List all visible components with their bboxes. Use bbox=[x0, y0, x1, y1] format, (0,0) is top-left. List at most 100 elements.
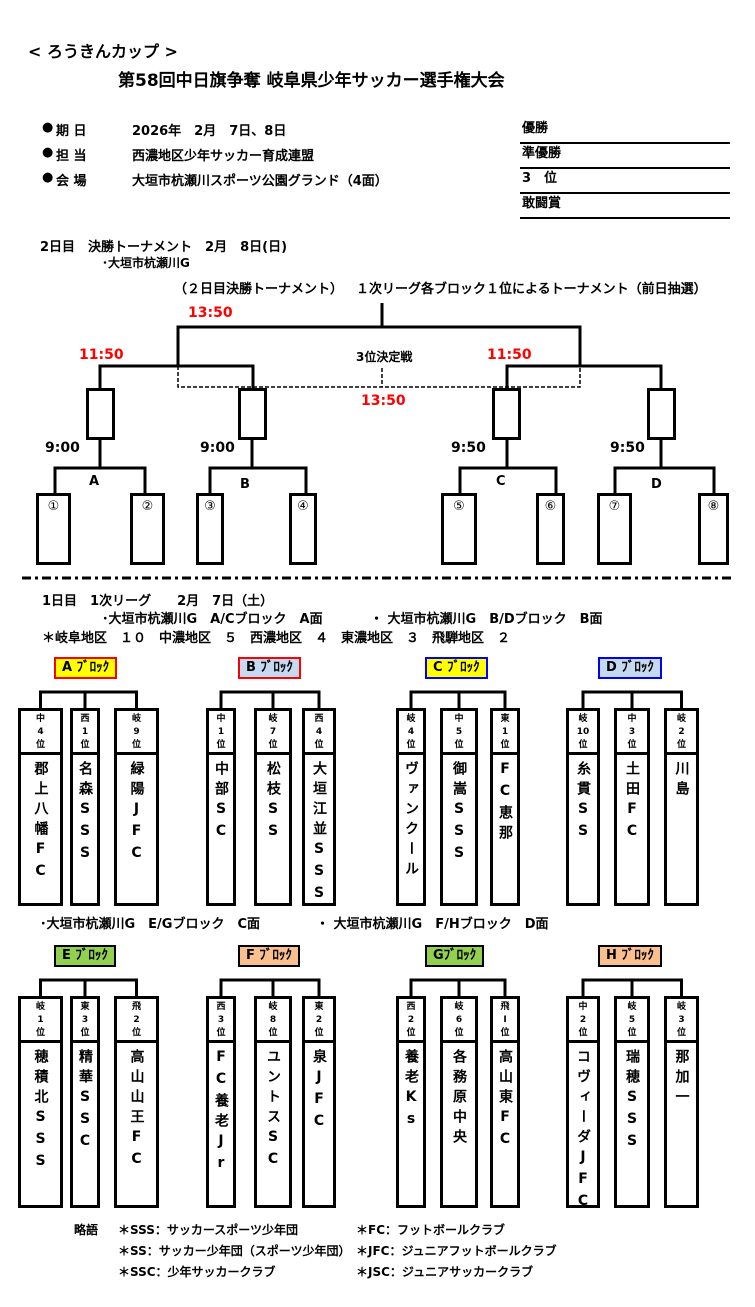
day2-subtitle-right: １次リーグ各ブロック１位によるトーナメント（前日抽選） bbox=[356, 282, 707, 297]
glossary-heading: 略語 bbox=[74, 1223, 99, 1237]
info-host-value: 西濃地区少年サッカー育成連盟 bbox=[132, 149, 315, 164]
team-name: 郡上八幡FC bbox=[32, 761, 49, 885]
info-date-value: 2026年 2月 7日、8日 bbox=[132, 124, 287, 139]
rank-char: 位 bbox=[35, 1028, 45, 1038]
rank-char: 飛 bbox=[131, 1002, 141, 1012]
day1-venue-fh: ・ 大垣市杭瀬川G F/Hブロック D面 bbox=[316, 917, 549, 932]
block-label: E ﾌﾞﾛｯｸ bbox=[54, 945, 116, 967]
rank-char: 岐 bbox=[131, 714, 141, 724]
seed-number: ① bbox=[47, 499, 60, 514]
info-host-label: 担 当 bbox=[56, 149, 87, 164]
team-name: 養老Ks bbox=[403, 1049, 419, 1133]
rank-char: 位 bbox=[131, 1028, 141, 1038]
rank-char: 8 bbox=[269, 1015, 277, 1025]
team-name: 瑞穂SSS bbox=[624, 1049, 640, 1155]
block-label: H ﾌﾞﾛｯｸ bbox=[598, 945, 662, 967]
rank-char: 6 bbox=[455, 1015, 463, 1025]
team-name: 名森SSS bbox=[77, 761, 93, 867]
info-venue-label: 会 場 bbox=[56, 174, 87, 189]
rank-char: 2 bbox=[579, 1015, 587, 1025]
seed-number: ⑤ bbox=[453, 499, 465, 514]
info-date-label: 期 日 bbox=[56, 124, 87, 139]
seed-number: ② bbox=[141, 499, 154, 514]
block-label: A ﾌﾞﾛｯｸ bbox=[54, 657, 118, 679]
team-name: 中部SC bbox=[213, 761, 229, 845]
team-name: 各務原中央 bbox=[451, 1049, 467, 1149]
rank-char: 岐 bbox=[268, 714, 278, 724]
block-connector bbox=[39, 978, 138, 996]
team-name: ユントスSC bbox=[265, 1049, 281, 1173]
cup-name: < ろうきんカップ > bbox=[28, 42, 178, 61]
rank-char: 5 bbox=[628, 1015, 636, 1025]
team-name: 川島 bbox=[673, 761, 690, 801]
day1-heading: 1日目 1次リーグ 2月 7日（土） bbox=[42, 594, 274, 609]
day1-regions: ＊岐阜地区 １０ 中濃地区 ５ 西濃地区 ４ 東濃地区 ３ 飛騨地区 ２ bbox=[42, 631, 511, 646]
block-label: B ﾌﾞﾛｯｸ bbox=[238, 657, 301, 679]
rank-char: 3 bbox=[678, 1015, 685, 1025]
prize-runner-up: 準優勝 bbox=[520, 143, 730, 169]
block-connector bbox=[219, 690, 321, 708]
qf-d-time: 9:50 bbox=[610, 440, 645, 456]
rank-char: 1 bbox=[81, 727, 89, 737]
info-date-bullet: ● bbox=[42, 120, 54, 135]
rank-char: 位 bbox=[578, 1028, 588, 1038]
rank-char: 位 bbox=[80, 740, 90, 750]
qf-c-bracket bbox=[458, 466, 558, 494]
rank-char: 10 bbox=[576, 727, 590, 737]
team-name: コヴィーダJFC bbox=[575, 1049, 591, 1215]
rank-char: I bbox=[503, 1015, 507, 1025]
qf-a-time: 9:00 bbox=[45, 440, 80, 456]
team-card: 岐 8 位ユントスSC bbox=[254, 996, 292, 1208]
rank-char: 1 bbox=[501, 727, 509, 737]
rank-char: 岐 bbox=[35, 1002, 45, 1012]
rank-char: 7 bbox=[269, 727, 277, 737]
qf-a-label: A bbox=[89, 474, 100, 489]
seed-slot-3: ③ bbox=[196, 493, 224, 565]
rank-char: 岐 bbox=[268, 1002, 278, 1012]
page-title: 第58回中日旗争奪 岐阜県少年サッカー選手権大会 bbox=[118, 71, 505, 91]
block-label: F ﾌﾞﾛｯｸ bbox=[238, 945, 300, 967]
semi-slot-1 bbox=[86, 388, 115, 440]
seed-slot-5: ⑤ bbox=[441, 493, 477, 565]
rank-char: 5 bbox=[455, 727, 463, 737]
team-name: 糸貫SS bbox=[575, 761, 591, 845]
final-bracket bbox=[176, 325, 582, 366]
team-seed-rank: 岐 8 位 bbox=[257, 999, 289, 1043]
rank-char: 位 bbox=[268, 740, 278, 750]
third-place-bracket bbox=[177, 366, 581, 388]
team-name: 土田FC bbox=[624, 761, 640, 845]
team-name: 那加一 bbox=[673, 1049, 690, 1109]
semi-slot-2 bbox=[238, 388, 267, 440]
semi-right-time: 11:50 bbox=[487, 347, 532, 363]
team-name: ヴァンクール bbox=[403, 761, 419, 881]
rank-char: 中 bbox=[216, 714, 226, 724]
rank-char: 位 bbox=[268, 1028, 278, 1038]
qf-b-time: 9:00 bbox=[200, 440, 235, 456]
rank-char: 西 bbox=[80, 714, 90, 724]
team-name: 高山東FC bbox=[497, 1049, 513, 1153]
team-name: 緑陽JFC bbox=[128, 761, 145, 867]
rank-char: 2 bbox=[315, 1015, 323, 1025]
seed-number: ④ bbox=[297, 499, 309, 514]
rank-char: 位 bbox=[454, 740, 464, 750]
prize-fighting-spirit: 敢闘賞 bbox=[520, 193, 730, 219]
rank-char: 2 bbox=[407, 1015, 415, 1025]
